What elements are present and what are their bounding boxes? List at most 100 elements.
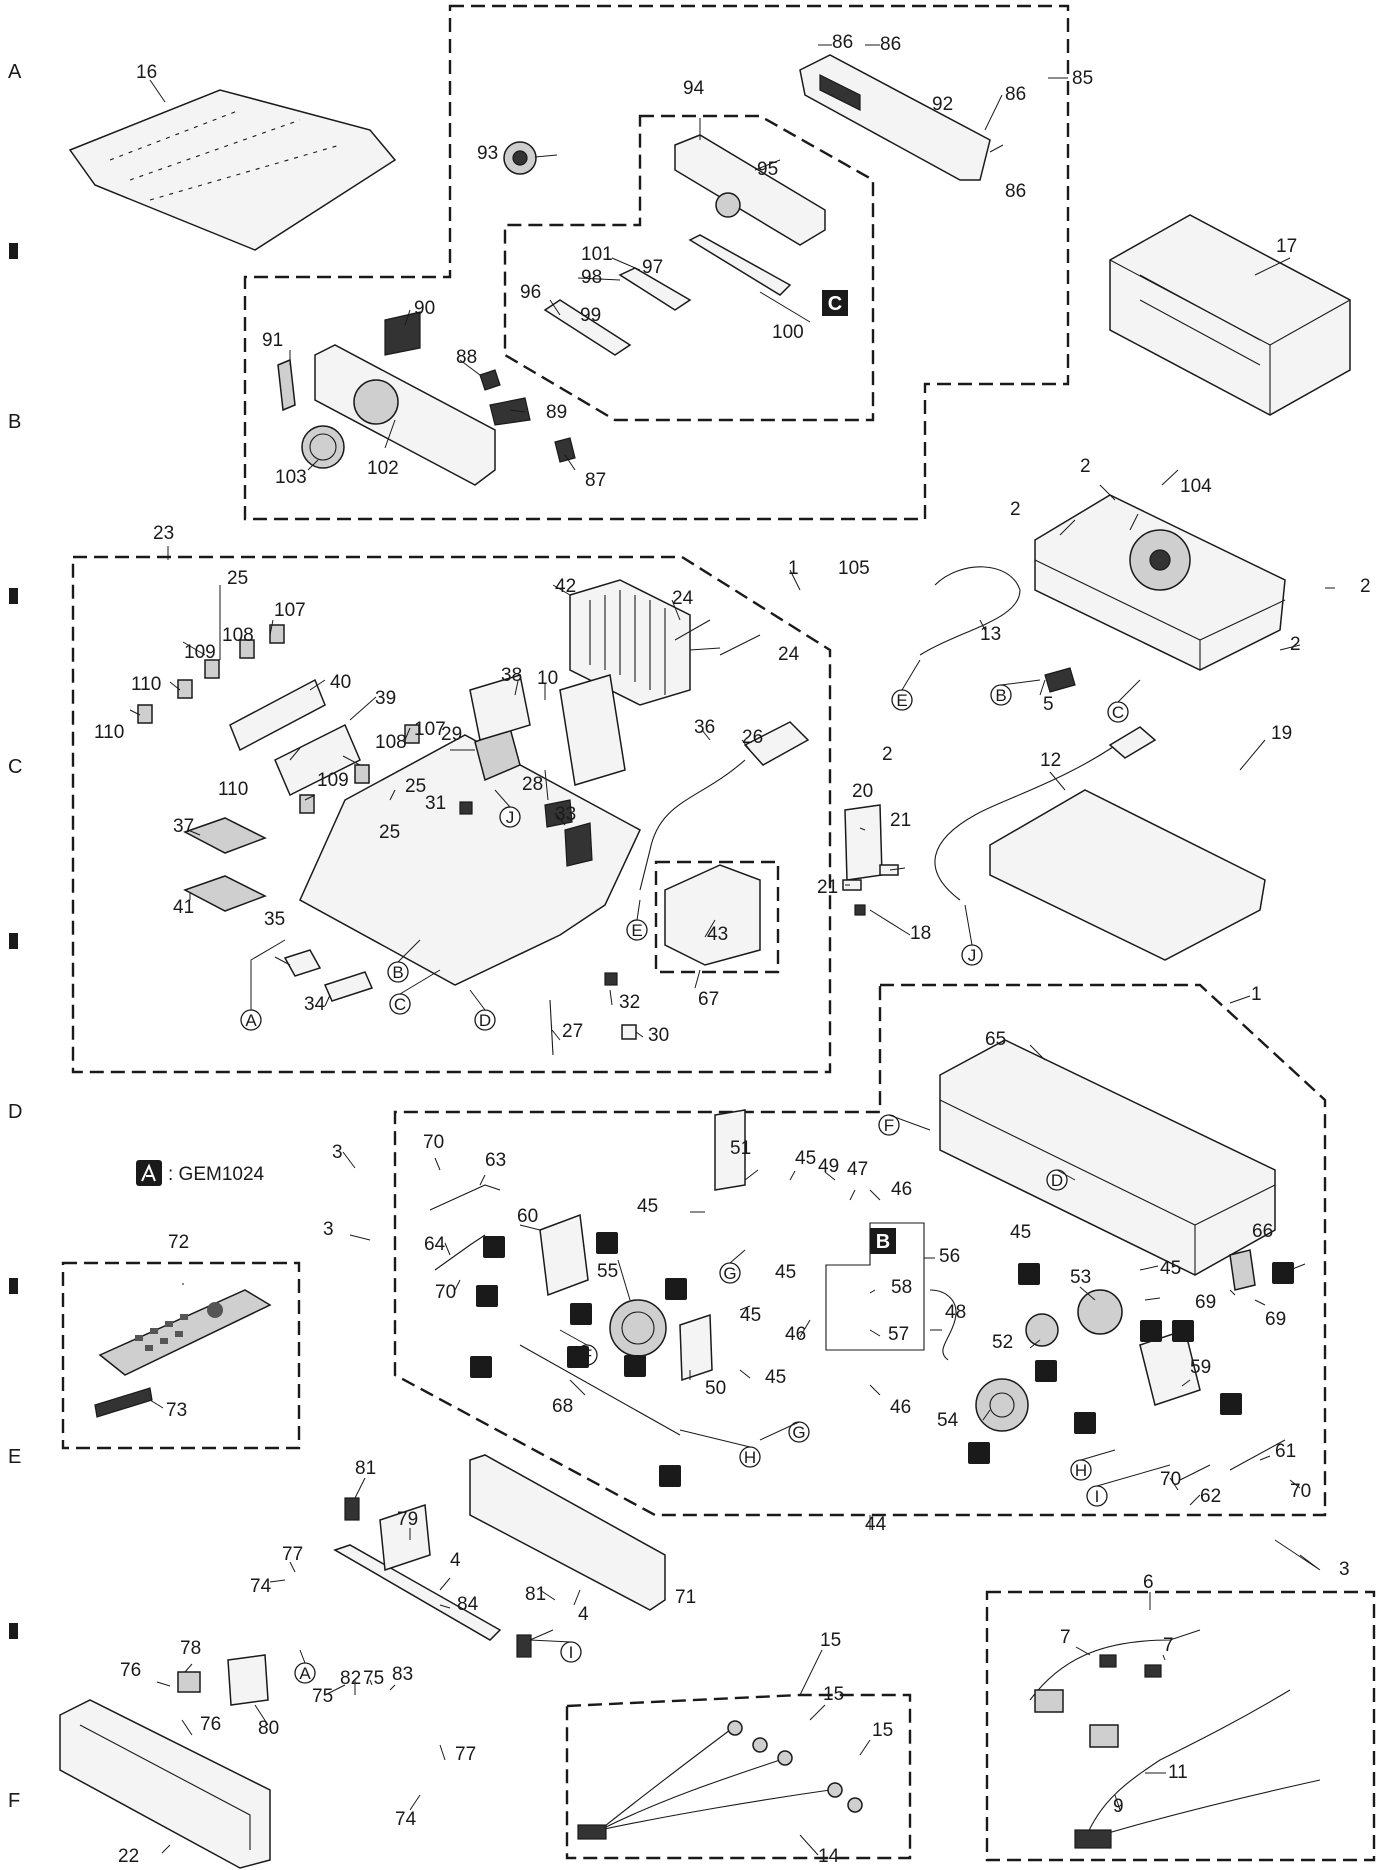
cable-26-wire <box>639 759 746 891</box>
part-front-bracket-92 <box>799 54 991 181</box>
callout-89: 89 <box>546 402 567 423</box>
grease-markers <box>470 1232 1294 1487</box>
callout-99: 99 <box>580 305 601 326</box>
callout-98: 98 <box>581 267 602 288</box>
callout-88: 88 <box>456 347 477 368</box>
callout-70: 70 <box>1160 1469 1181 1490</box>
callout-107: 107 <box>274 600 306 621</box>
part-18 <box>854 904 866 916</box>
part-lens-101 <box>618 267 692 311</box>
part-87 <box>554 437 576 463</box>
part-top-cover-16 <box>68 89 397 251</box>
part-bracket-10 <box>559 674 626 786</box>
callout-72: 72 <box>168 1232 189 1253</box>
callout-1: 1 <box>1251 984 1262 1005</box>
callout-22: 22 <box>118 1846 139 1867</box>
callout-46: 46 <box>890 1397 911 1418</box>
callout-110: 110 <box>94 722 124 743</box>
callout-78: 78 <box>180 1638 201 1659</box>
callout-46: 46 <box>785 1324 806 1345</box>
callout-79: 79 <box>397 1509 418 1530</box>
callout-24: 24 <box>778 644 800 665</box>
callout-2: 2 <box>1360 576 1371 597</box>
callout-40: 40 <box>330 672 351 693</box>
part-button-91 <box>277 358 296 412</box>
grease-icon-glyph <box>141 1163 156 1182</box>
callout-86: 86 <box>880 34 901 55</box>
part-bracket-84 <box>333 1544 502 1641</box>
callout-74: 74 <box>395 1809 417 1830</box>
callout-100: 100 <box>772 322 804 343</box>
callout-11: 11 <box>1168 1762 1188 1783</box>
part-shaft-hole <box>715 192 741 218</box>
connector-g-1-label: G <box>723 1264 736 1283</box>
callout-71: 71 <box>675 1587 696 1608</box>
callout-82: 82 <box>340 1668 361 1689</box>
part-62 <box>1179 1464 1211 1481</box>
leader-lines <box>129 44 1335 1856</box>
callout-66: 66 <box>1252 1221 1273 1242</box>
part-shield-19 <box>989 789 1266 961</box>
callout-25: 25 <box>379 822 400 843</box>
callout-16: 16 <box>136 62 157 83</box>
part-escutcheon-22 <box>59 1699 271 1869</box>
callout-91: 91 <box>262 330 283 351</box>
callout-46: 46 <box>891 1179 912 1200</box>
callout-103: 103 <box>275 467 307 488</box>
connector-j-1-label: J <box>506 808 515 827</box>
callout-19: 19 <box>1271 723 1292 744</box>
connector-c-1-label: C <box>394 995 406 1014</box>
callout-73: 73 <box>166 1400 187 1421</box>
grease-icon <box>1074 1412 1096 1434</box>
connector-d-1-label: D <box>479 1011 491 1030</box>
part-5 <box>1044 667 1076 693</box>
callout-18: 18 <box>910 923 931 944</box>
part-lever-64 <box>434 1234 486 1271</box>
callout-49: 49 <box>818 1156 839 1177</box>
callout-87: 87 <box>585 470 606 491</box>
part-cable-13 <box>919 566 1021 656</box>
connector-g-2-label: G <box>792 1423 805 1442</box>
callout-102: 102 <box>367 458 399 479</box>
callout-6: 6 <box>1143 1572 1154 1593</box>
row-tick <box>9 588 18 604</box>
part-remote-72 <box>98 1289 272 1376</box>
connector-e-2-label: E <box>896 691 907 710</box>
callout-54: 54 <box>937 1410 959 1431</box>
row-marker-e: E <box>8 1446 21 1468</box>
knob-insert-core <box>512 150 528 166</box>
callout-86: 86 <box>832 32 853 53</box>
part-heatsink-42 <box>569 579 691 706</box>
callout-65: 65 <box>985 1029 1006 1050</box>
part-window-96 <box>543 299 632 356</box>
part-bracket-59 <box>1139 1329 1201 1406</box>
knob-ring <box>309 433 337 461</box>
callout-31: 31 <box>425 793 446 814</box>
group-6-outline <box>985 1590 1376 1862</box>
callout-52: 52 <box>992 1332 1013 1353</box>
row-tick <box>9 1278 18 1294</box>
callout-45: 45 <box>637 1196 658 1217</box>
grease-icon <box>1272 1262 1294 1284</box>
connector-a-2-label: A <box>299 1664 311 1683</box>
connector-a-1-label: A <box>245 1011 257 1030</box>
sleeve-slots <box>1139 274 1261 366</box>
callout-15: 15 <box>823 1684 844 1705</box>
row-marker-a: A <box>8 61 22 83</box>
grease-icon <box>1172 1320 1194 1342</box>
callout-34: 34 <box>304 994 326 1015</box>
callout-2: 2 <box>1290 634 1301 655</box>
callout-48: 48 <box>945 1302 966 1323</box>
callout-5: 5 <box>1043 694 1054 715</box>
callout-45: 45 <box>795 1148 816 1169</box>
callout-29: 29 <box>441 724 462 745</box>
callout-24: 24 <box>672 588 694 609</box>
row-marker-d: D <box>8 1101 22 1123</box>
part-61 <box>1229 1439 1286 1471</box>
callout-38: 38 <box>501 665 522 686</box>
grease-icon <box>665 1278 687 1300</box>
remote-buttons <box>135 1302 223 1351</box>
group-72-outline <box>61 1261 301 1450</box>
part-50 <box>679 1313 713 1382</box>
